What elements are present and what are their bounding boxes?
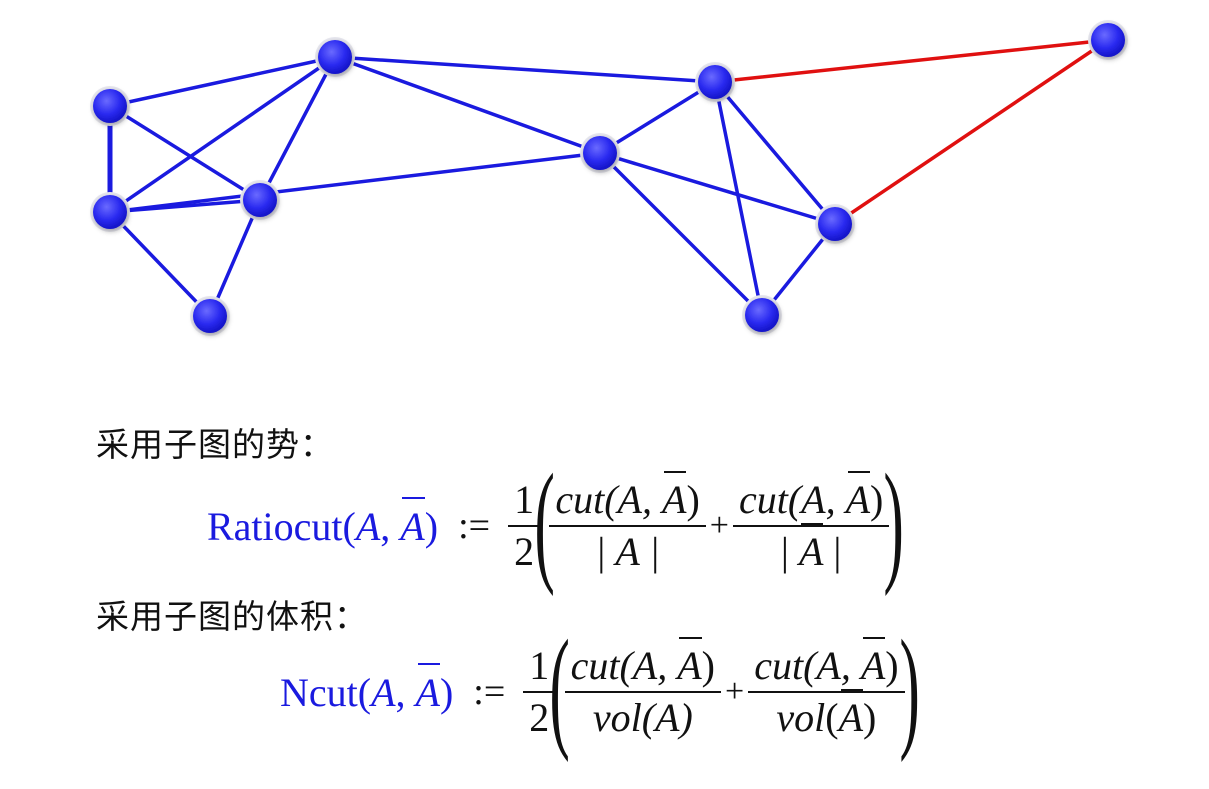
- edge-n6-n9: [598, 151, 837, 226]
- ratiocut-frac-2-den: | A |: [775, 523, 847, 575]
- ratiocut-lhs-open: (: [342, 503, 356, 549]
- node-n5: [193, 299, 227, 333]
- ncut-den2-f: vol: [776, 695, 826, 740]
- ratiocut-den2-r: |: [823, 529, 842, 574]
- ratiocut-name: Ratiocut: [207, 503, 343, 549]
- ratiocut-frac-1-den: | A |: [595, 529, 661, 574]
- ratiocut-frac-2-num: cut(A, A): [733, 471, 889, 523]
- edge-n7-n9: [713, 80, 837, 226]
- ratiocut-half-num: 1: [514, 477, 535, 522]
- ncut-lhs: Ncut(A, A): [280, 662, 454, 716]
- ncut-paren-close: ): [899, 613, 920, 763]
- ratiocut-half-den: 2: [514, 529, 535, 574]
- edge-n2-n4: [108, 55, 337, 214]
- ncut-lhs-abar: A: [415, 662, 441, 715]
- ncut-den1-f: vol: [592, 695, 642, 740]
- ratiocut-frac-1-num: cut(A, A): [549, 471, 705, 523]
- edge-n2-n6: [333, 55, 602, 155]
- edge-n3-n5: [208, 198, 262, 318]
- ncut-name: Ncut: [280, 669, 358, 715]
- node-n2: [318, 40, 352, 74]
- ratiocut-num2-args: (A,: [787, 477, 846, 522]
- ratiocut-den2-l: |: [780, 529, 799, 574]
- node-n10: [745, 298, 779, 332]
- ncut-frac-2-num: cut(A, A): [748, 637, 904, 689]
- ratiocut-den2-abar: A: [798, 523, 824, 574]
- ratiocut-half: 1 2: [508, 477, 541, 575]
- ratiocut-paren-close: ): [883, 447, 905, 597]
- ratiocut-plus: +: [709, 507, 729, 544]
- ncut-num2-close: ): [885, 643, 899, 688]
- ratiocut-lhs-comma: ,: [380, 503, 401, 549]
- ncut-lhs-close: ): [439, 669, 454, 715]
- ratiocut-frac-2: cut(A, A) | A |: [732, 471, 890, 575]
- edge-n7-n8: [713, 38, 1110, 84]
- node-n9: [818, 207, 852, 241]
- node-n8: [1091, 23, 1125, 57]
- ncut-lhs-comma: ,: [395, 669, 416, 715]
- ncut-formula: Ncut(A, A) := 1 2 ( cut(A, A) vol(A) + c…: [280, 620, 919, 758]
- ratiocut-num2-f: cut: [738, 477, 788, 522]
- ncut-num2-abar: A: [860, 637, 886, 688]
- node-n6: [583, 136, 617, 170]
- ncut-den2-abar: A: [838, 689, 864, 740]
- edge-n2-n3: [258, 55, 337, 202]
- ncut-assign: :=: [473, 671, 506, 713]
- edge-n7-n10: [713, 80, 764, 317]
- ncut-half: 1 2: [523, 643, 556, 741]
- ncut-num1-f: cut: [570, 643, 620, 688]
- ratiocut-lhs-close: ): [424, 503, 439, 549]
- ncut-paren-open: (: [549, 613, 571, 763]
- ncut-num1-abar: A: [677, 637, 703, 688]
- ratiocut-assign: :=: [458, 505, 491, 547]
- ratiocut-num1-close: ): [686, 477, 700, 522]
- ncut-num2-f: cut: [754, 643, 804, 688]
- ncut-num2-args: (A,: [803, 643, 861, 688]
- ratiocut-num1-args: (A,: [604, 477, 662, 522]
- ncut-frac-2-den: vol(A): [770, 689, 882, 741]
- ncut-num1-close: ): [701, 643, 715, 688]
- edge-n1-n3: [108, 104, 262, 202]
- ncut-den2-open: (: [825, 695, 839, 740]
- ncut-frac-1: cut(A, A) vol(A): [564, 637, 721, 741]
- edge-n6-n7: [598, 80, 717, 155]
- ncut-num1-args: (A,: [619, 643, 678, 688]
- ncut-frac-1-num: cut(A, A): [565, 637, 721, 689]
- edge-n2-n7: [333, 55, 717, 84]
- edge-n4-n5: [108, 210, 212, 318]
- edge-n1-n2: [108, 55, 337, 108]
- graph-edges: [107, 38, 1110, 318]
- edge-n8-n9: [833, 38, 1110, 226]
- ratiocut-num1-abar: A: [662, 471, 687, 522]
- cardinality-label: 采用子图的势：: [96, 425, 334, 464]
- edge-n4-n6: [108, 151, 602, 214]
- ratiocut-num2-close: ): [870, 477, 884, 522]
- ratiocut-num2-abar: A: [845, 471, 871, 522]
- ratiocut-formula: Ratiocut(A, A) := 1 2 ( cut(A, A) | A | …: [207, 454, 904, 592]
- ncut-frac-1-den: vol(A): [587, 695, 699, 741]
- ncut-plus: +: [725, 673, 745, 710]
- ratiocut-paren-open: (: [534, 447, 555, 597]
- ncut-den1-args: (A): [641, 695, 693, 740]
- ratiocut-lhs-abar: A: [400, 496, 426, 549]
- ncut-half-num: 1: [529, 643, 550, 688]
- ncut-lhs-open: (: [357, 669, 372, 715]
- edge-n6-n10: [598, 151, 764, 317]
- ncut-frac-2: cut(A, A) vol(A): [748, 637, 905, 741]
- ncut-half-den: 2: [529, 695, 550, 740]
- ratiocut-lhs: Ratiocut(A, A): [207, 496, 439, 550]
- node-n4: [93, 195, 127, 229]
- node-n1: [93, 89, 127, 123]
- ncut-lhs-a: A: [371, 669, 396, 715]
- ncut-den2-close: ): [863, 695, 877, 740]
- graph-nodes: [90, 20, 1128, 336]
- node-n7: [698, 65, 732, 99]
- ratiocut-frac-1: cut(A, A) | A |: [549, 471, 706, 575]
- volume-label: 采用子图的体积：: [96, 597, 368, 636]
- ratiocut-lhs-a: A: [355, 503, 381, 549]
- graph-diagram: [90, 20, 1128, 336]
- ratiocut-num1-f: cut: [555, 477, 605, 522]
- node-n3: [243, 183, 277, 217]
